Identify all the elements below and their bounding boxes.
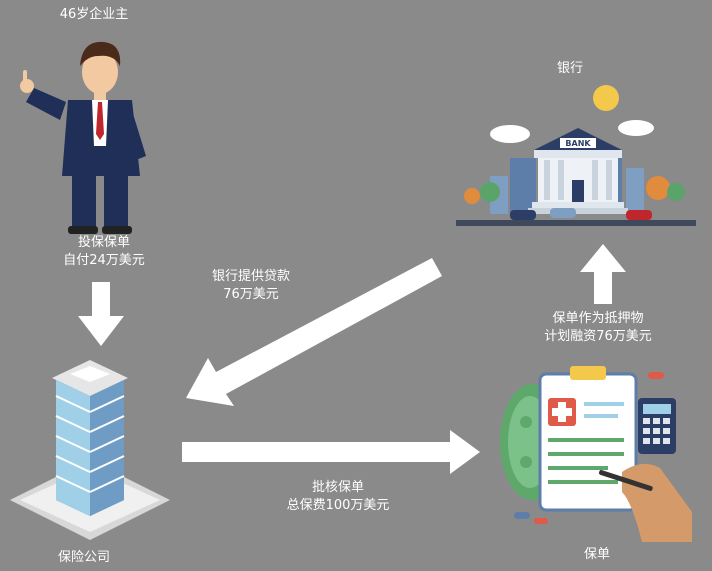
- bank-title: 银行: [556, 61, 583, 76]
- policy-document-figure: [500, 366, 692, 542]
- collateral-line1: 保单作为抵押物: [552, 311, 644, 326]
- insurance-building-figure: [10, 360, 170, 540]
- loan-line1: 银行提供贷款: [211, 269, 290, 284]
- insurer-title: 保险公司: [57, 550, 110, 565]
- arrow-policy-to-bank: [580, 244, 626, 304]
- bank-sign: BANK: [565, 139, 591, 148]
- owner-action-line2: 自付24万美元: [63, 253, 145, 268]
- arrow-insurer-to-policy: [182, 430, 480, 474]
- loan-line2: 76万美元: [223, 287, 279, 302]
- arrow-bank-loan-to-insurer: [186, 258, 442, 406]
- approve-line2: 总保费100万美元: [286, 498, 390, 513]
- owner-action-line1: 投保保单: [77, 235, 130, 250]
- owner-title: 46岁企业主: [59, 7, 129, 22]
- bank-scene-figure: BANK: [456, 85, 696, 226]
- approve-line1: 批核保单: [311, 480, 364, 495]
- policy-title: 保单: [583, 547, 610, 562]
- arrow-owner-to-insurer: [78, 282, 124, 346]
- business-owner-figure: [20, 41, 146, 234]
- collateral-line2: 计划融资76万美元: [544, 329, 652, 344]
